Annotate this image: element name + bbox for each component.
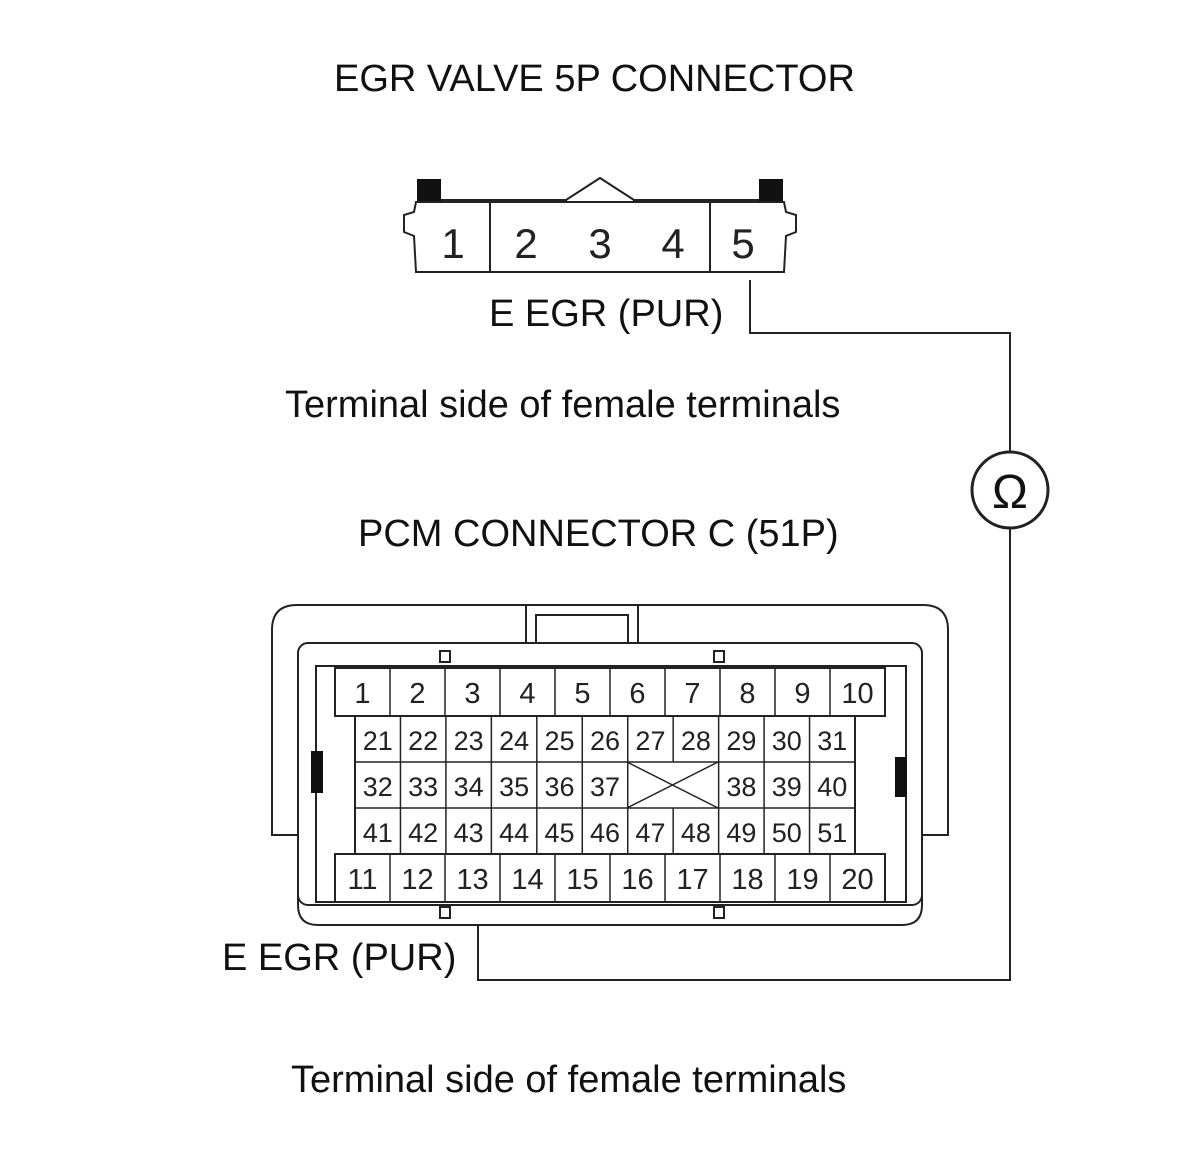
key-notch [713,906,725,919]
pcm-pin-2: 2 [409,678,425,710]
key-notch [439,906,451,919]
pcm-pin-6: 6 [629,678,645,710]
egr-test-lead [749,280,1011,452]
pcm-pin-35: 35 [499,772,529,802]
pcm-wire-label: E EGR (PUR) [222,937,457,979]
pcm-pin-19: 19 [786,864,818,896]
pcm-pin-39: 39 [772,772,802,802]
pcm-pin-15: 15 [566,864,598,896]
egr-pin-3: 3 [588,220,611,267]
pcm-pin-47: 47 [635,818,665,848]
pcm-pin-33: 33 [408,772,438,802]
pcm-side-note: Terminal side of female terminals [291,1059,847,1101]
pcm-pin-40: 40 [817,772,847,802]
pcm-pin-42: 42 [408,818,438,848]
pcm-pin-22: 22 [408,726,438,756]
right-lock-block [895,757,907,797]
pcm-pin-13: 13 [456,864,488,896]
pcm-pin-3: 3 [464,678,480,710]
egr-pin-2: 2 [514,220,537,267]
pcm-pin-18: 18 [731,864,763,896]
pcm-pin-29: 29 [726,726,756,756]
pcm-pin-5: 5 [574,678,590,710]
pcm-pin-46: 46 [590,818,620,848]
key-notch [713,650,725,663]
pcm-pin-4: 4 [519,678,535,710]
pcm-pin-26: 26 [590,726,620,756]
pcm-pin-23: 23 [454,726,484,756]
pcm-pin-25: 25 [545,726,575,756]
pcm-pin-44: 44 [499,818,529,848]
pcm-pin-31: 31 [817,726,847,756]
left-lock-block [311,751,323,793]
pcm-pin-17: 17 [676,864,708,896]
pcm-pin-10: 10 [841,678,873,710]
pcm-pin-48: 48 [681,818,711,848]
egr-side-note: Terminal side of female terminals [285,384,841,426]
pcm-pin-36: 36 [545,772,575,802]
key-notch [439,650,451,663]
egr-connector-body [403,176,797,273]
pcm-pin-43: 43 [454,818,484,848]
pcm-pin-27: 27 [635,726,665,756]
pcm-connector-title: PCM CONNECTOR C (51P) [358,513,839,555]
egr-pin-1: 1 [441,220,464,267]
pcm-pin-12: 12 [401,864,433,896]
egr-wire-label: E EGR (PUR) [489,293,724,335]
egr-pin-5: 5 [731,220,754,267]
pcm-pin-49: 49 [726,818,756,848]
egr-left-tab [417,179,441,203]
egr-connector-title: EGR VALVE 5P CONNECTOR [334,58,855,100]
pcm-pin-34: 34 [454,772,484,802]
pcm-pin-14: 14 [511,864,543,896]
pcm-pin-11: 11 [347,864,377,896]
pcm-pin-20: 20 [841,864,873,896]
blank-cavity [626,761,719,809]
pcm-pin-38: 38 [726,772,756,802]
egr-right-tab [759,179,783,203]
pcm-pin-7: 7 [684,678,700,710]
pcm-pin-45: 45 [545,818,575,848]
pcm-connector-body [271,604,949,926]
pcm-pin-16: 16 [621,864,653,896]
pcm-pin-37: 37 [590,772,620,802]
pcm-pin-51: 51 [817,818,847,848]
ohmmeter-icon [970,450,1050,530]
pcm-pin-30: 30 [772,726,802,756]
pcm-test-lead [477,528,1011,981]
egr-pin-4: 4 [661,220,684,267]
pcm-pin-21: 21 [363,726,393,756]
pcm-pin-8: 8 [739,678,755,710]
pcm-pin-41: 41 [363,818,393,848]
pcm-pin-28: 28 [681,726,711,756]
pcm-pin-50: 50 [772,818,802,848]
test-lead-wiring: Ω [477,280,1050,981]
pcm-pin-24: 24 [499,726,529,756]
pcm-pin-9: 9 [794,678,810,710]
pcm-pin-1: 1 [354,678,370,710]
pcm-pin-32: 32 [363,772,393,802]
ohm-symbol: Ω [992,466,1028,519]
